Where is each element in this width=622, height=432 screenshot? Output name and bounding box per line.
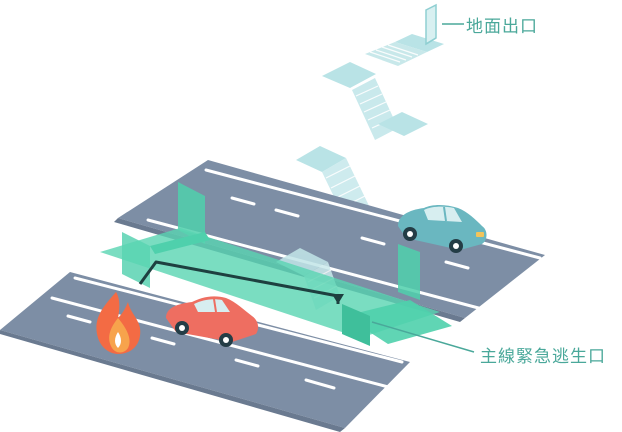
main-emergency-exit-label: 主線緊急逃生口 bbox=[480, 347, 606, 367]
stair-flight-upper bbox=[365, 42, 427, 66]
surface-exit-label: 地面出口 bbox=[466, 17, 538, 37]
emergency-exit-leader bbox=[371, 321, 475, 353]
route-arrow-icon bbox=[138, 260, 344, 304]
fire-icon bbox=[96, 292, 141, 354]
stair-landing-2 bbox=[322, 62, 376, 88]
exit-door-icon bbox=[425, 3, 437, 46]
blue-car-icon bbox=[398, 205, 487, 253]
emergency-passage bbox=[100, 182, 452, 346]
stair-landing-3 bbox=[378, 112, 428, 136]
red-car-icon bbox=[166, 296, 259, 347]
stair-landing-4 bbox=[296, 146, 346, 172]
stair-tower bbox=[296, 34, 444, 226]
stair-landing-top bbox=[395, 34, 444, 52]
